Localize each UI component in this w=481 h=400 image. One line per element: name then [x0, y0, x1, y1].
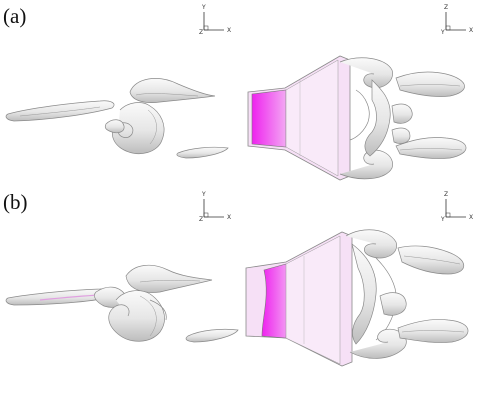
axis-triad-side-b: Y X Z	[199, 191, 231, 223]
axis-triad-side-a: Y X Z	[199, 4, 231, 36]
top-view-a	[247, 55, 467, 181]
axis-label-origin: Z	[199, 29, 203, 36]
axis-label-right: X	[469, 27, 473, 34]
axis-triad-top-b: Z X Y	[440, 191, 473, 223]
axis-triad-top-a: Z X Y	[440, 4, 473, 36]
axis-label-origin: Y	[440, 29, 445, 36]
axis-label-up: Z	[444, 4, 448, 11]
axis-label-origin: Z	[199, 216, 203, 223]
axis-label-up: Y	[201, 191, 206, 198]
panel-label-b: (b)	[3, 190, 28, 214]
axis-label-right: X	[227, 27, 231, 34]
panel-label-a: (a)	[3, 4, 27, 28]
side-view-a	[5, 78, 229, 159]
top-view-b	[245, 229, 469, 367]
side-view-b	[5, 264, 239, 343]
axis-label-up: Z	[444, 191, 448, 198]
axis-label-right: X	[469, 214, 473, 221]
axis-label-up: Y	[201, 4, 206, 11]
axis-label-right: X	[227, 214, 231, 221]
axis-label-origin: Y	[440, 216, 445, 223]
